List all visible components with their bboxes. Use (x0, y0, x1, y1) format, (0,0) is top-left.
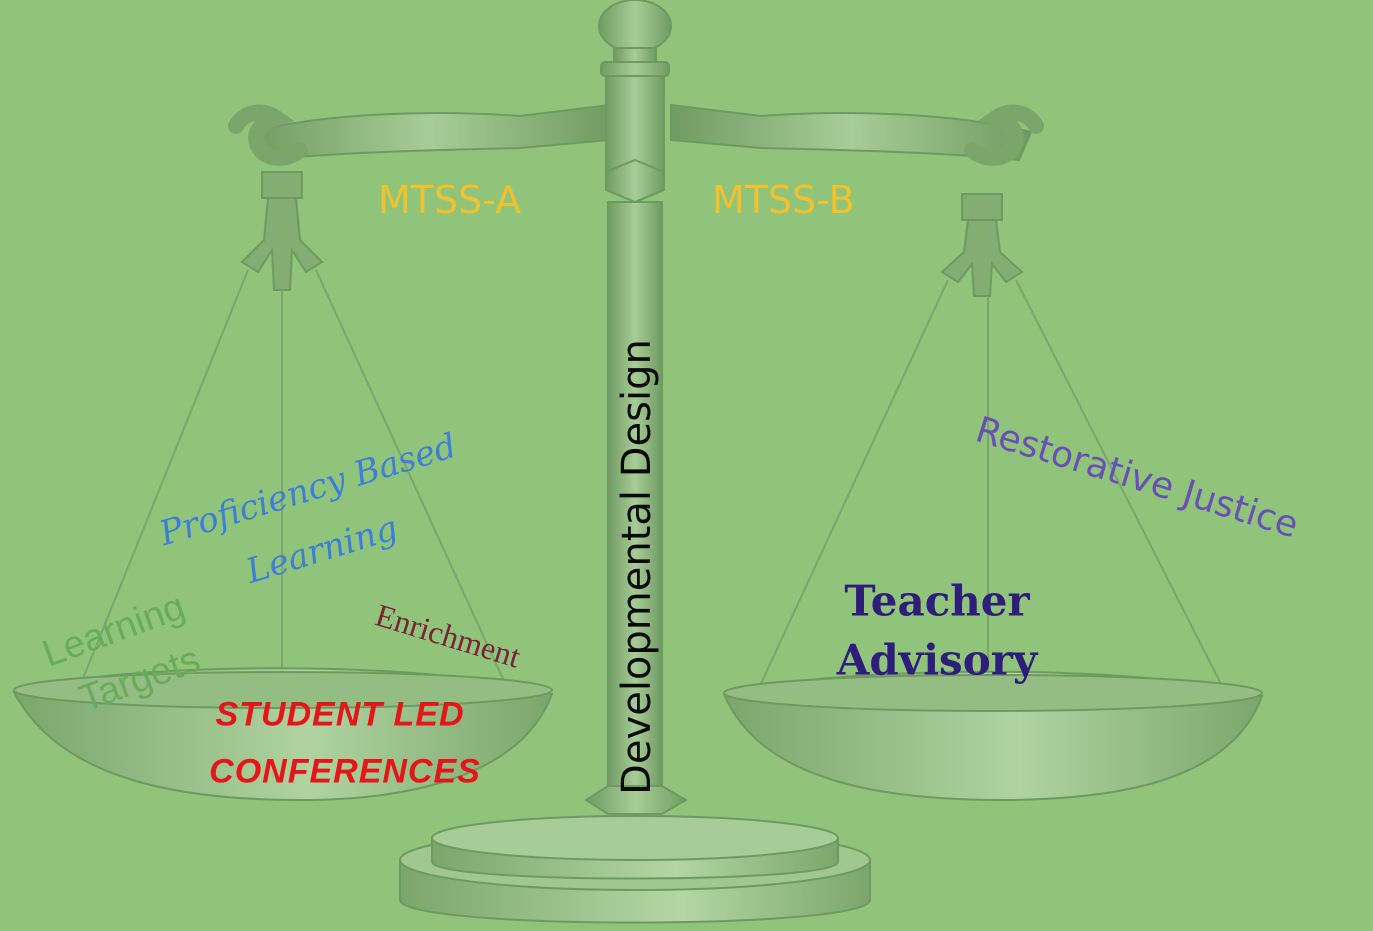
scale-beam (228, 103, 1044, 166)
mtss-a-label: MTSS-A (378, 178, 522, 222)
scale-base (399, 815, 871, 924)
right-hanger (757, 193, 1225, 736)
advisory-label: Advisory (836, 635, 1038, 685)
left-hanger (79, 171, 509, 691)
right-pan (722, 670, 1264, 802)
student-led-label: Student Led (215, 695, 465, 734)
scale-pillar (584, 0, 688, 815)
left-pan (12, 667, 554, 802)
developmental-design-label: Developmental Design (614, 339, 660, 795)
mtss-b-label: MTSS-B (712, 178, 855, 222)
teacher-label: Teacher (844, 576, 1030, 626)
conferences-label: Conferences (209, 752, 481, 791)
